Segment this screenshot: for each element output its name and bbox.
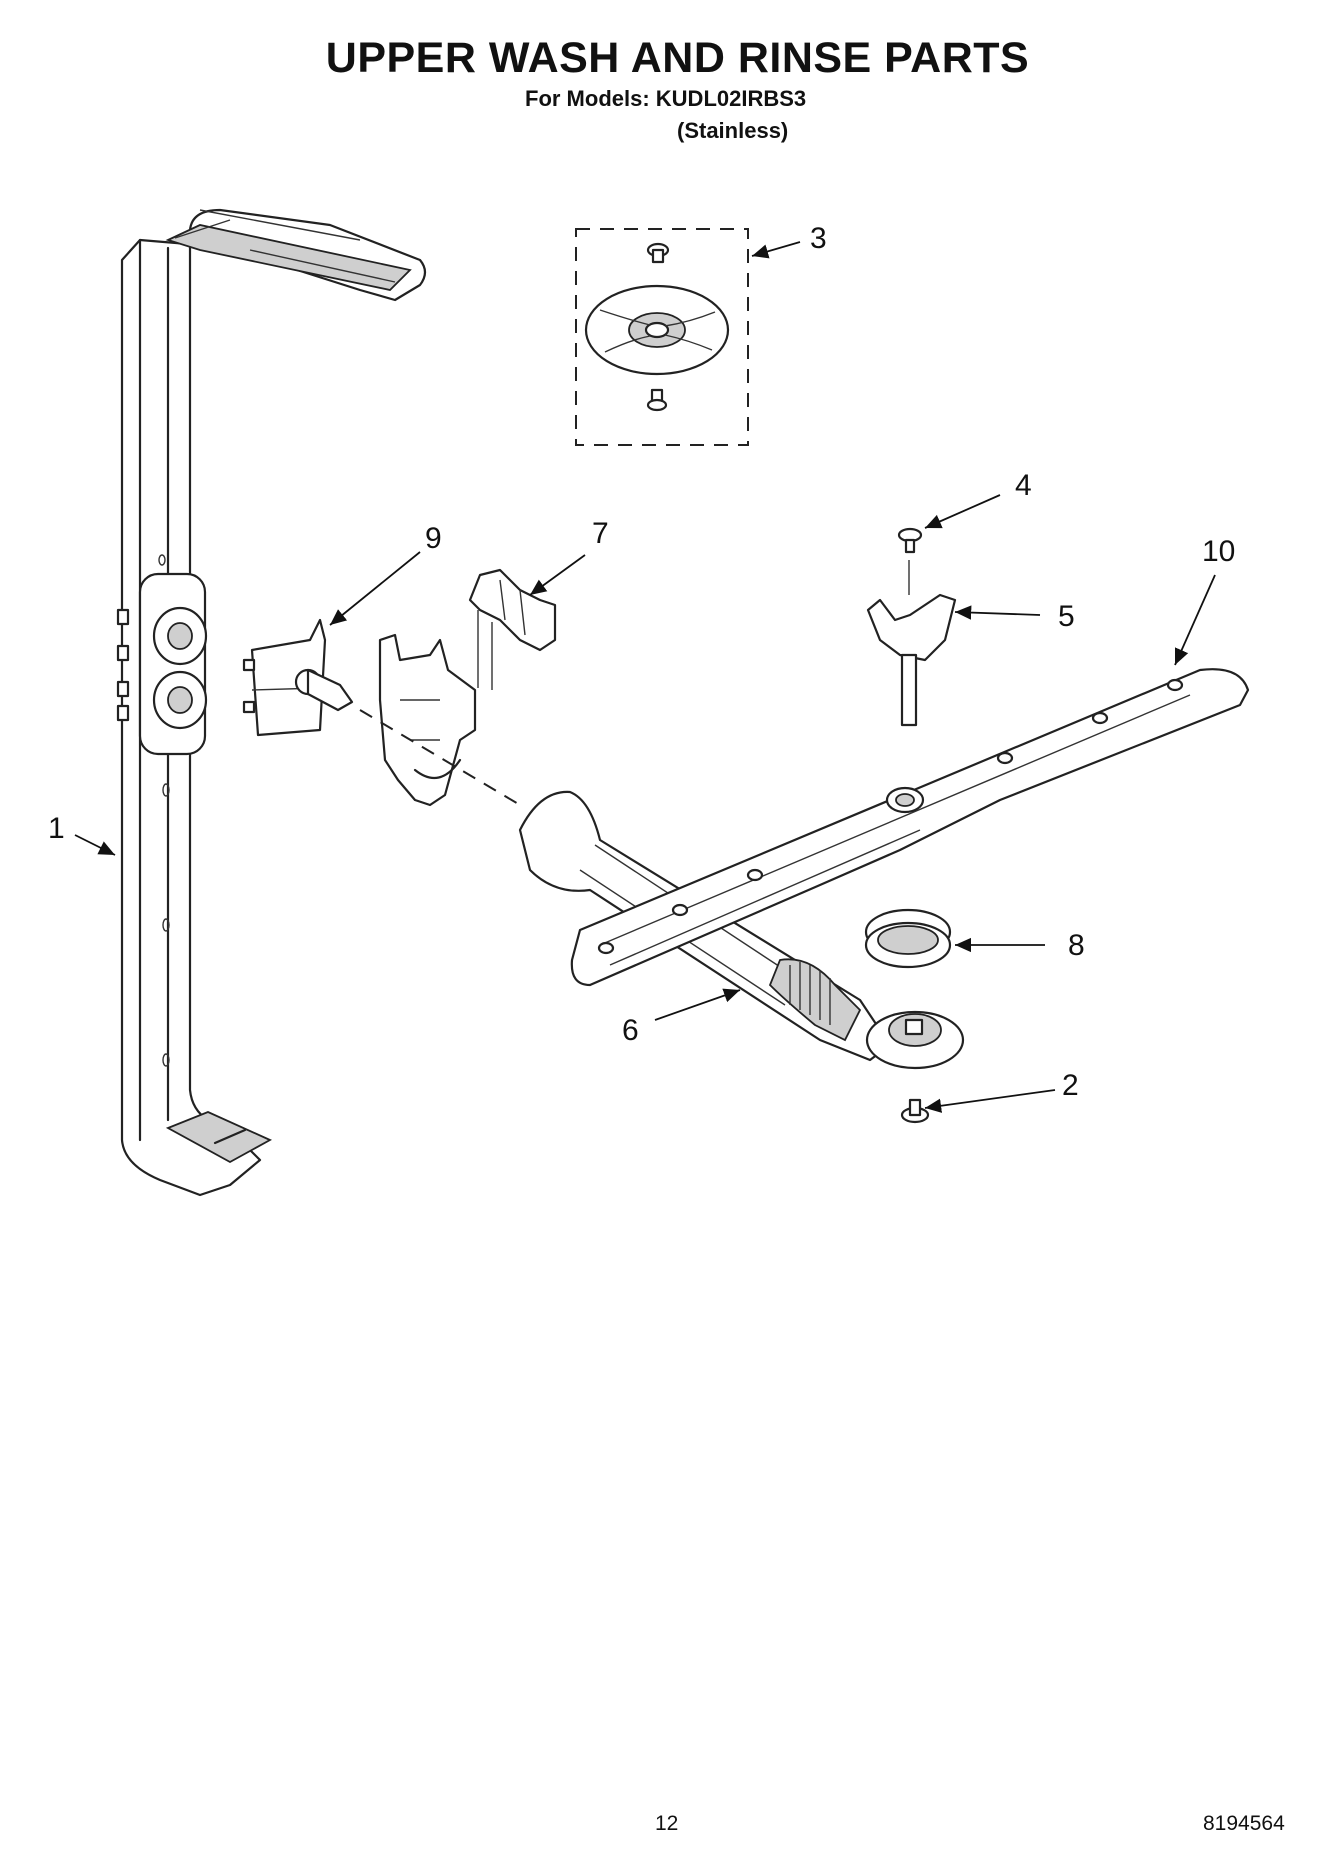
callout-3: 3 bbox=[810, 222, 827, 255]
callout-2: 2 bbox=[1062, 1069, 1079, 1102]
models-line: For Models: KUDL02IRBS3 bbox=[525, 86, 807, 111]
page-number: 12 bbox=[655, 1812, 679, 1835]
part-5-clip bbox=[866, 560, 957, 727]
leader-5 bbox=[954, 605, 1041, 620]
leader-9 bbox=[329, 551, 421, 626]
leader-6 bbox=[654, 988, 741, 1021]
callout-4: 4 bbox=[1015, 469, 1032, 502]
document-number: 8194564 bbox=[1203, 1812, 1285, 1835]
variant-line: (Stainless) bbox=[677, 118, 789, 143]
part-3-kit bbox=[575, 228, 749, 446]
part-7-bracket bbox=[378, 568, 557, 807]
leader-3 bbox=[751, 241, 801, 259]
part-10-spray-arm bbox=[570, 668, 1250, 987]
leader-2 bbox=[924, 1089, 1056, 1113]
part-2-hub-screw bbox=[865, 1010, 965, 1124]
page-title: UPPER WASH AND RINSE PARTS bbox=[325, 34, 1030, 82]
callout-7: 7 bbox=[592, 517, 609, 550]
callout-8: 8 bbox=[1068, 929, 1085, 962]
part-1-manifold bbox=[116, 208, 427, 1197]
part-9-bracket bbox=[242, 618, 354, 737]
part-4-screw bbox=[897, 527, 923, 554]
alignment-line bbox=[359, 709, 521, 806]
callout-9: 9 bbox=[425, 522, 442, 555]
leader-1 bbox=[74, 834, 116, 856]
callout-1: 1 bbox=[48, 812, 65, 845]
callout-10: 10 bbox=[1202, 535, 1235, 568]
leader-7 bbox=[529, 554, 586, 596]
leader-4 bbox=[924, 494, 1001, 529]
callout-5: 5 bbox=[1058, 600, 1075, 633]
callout-6: 6 bbox=[622, 1014, 639, 1047]
part-8-ring bbox=[864, 908, 952, 969]
leader-10 bbox=[1174, 574, 1216, 666]
